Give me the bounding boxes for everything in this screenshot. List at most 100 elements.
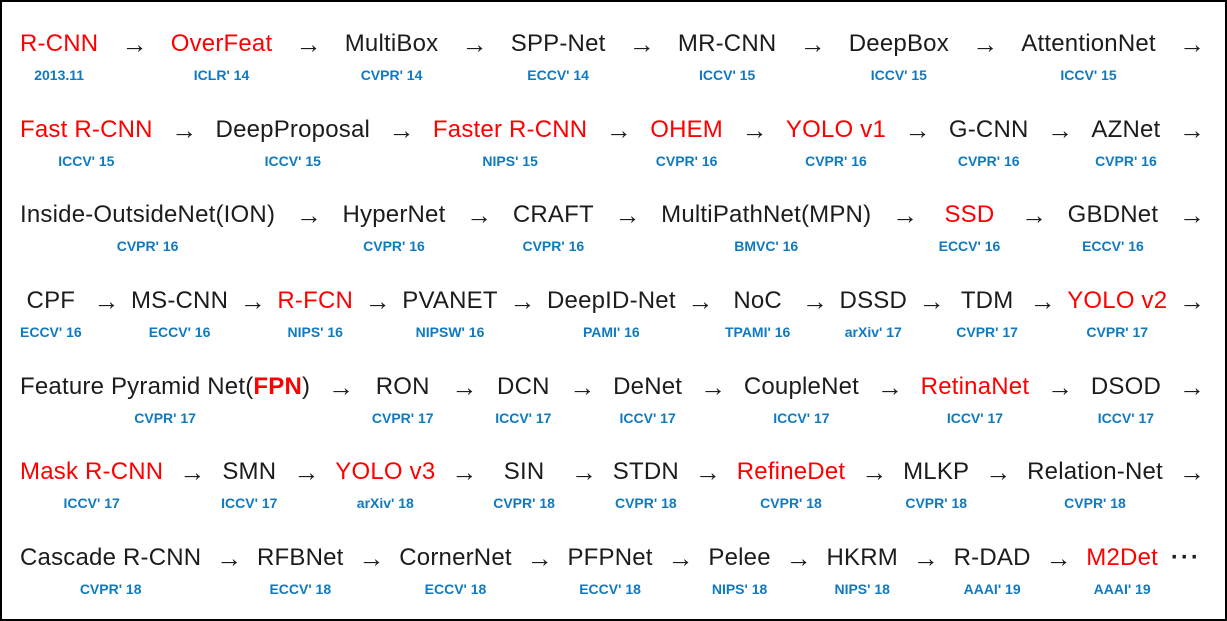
venue-label: CVPR' 17 [371, 409, 434, 426]
arrow-icon: → [569, 371, 596, 402]
model-name: DeNet [613, 372, 683, 400]
model-name: SPP-Net [510, 30, 606, 58]
model-name: RefineDet [736, 458, 846, 486]
venue-label: CVPR' 16 [363, 238, 425, 255]
model-name: MS-CNN [130, 286, 229, 314]
arrow-icon: → [801, 285, 828, 316]
venue-label: AAAI' 19 [963, 580, 1021, 597]
model-name: AttentionNet [1021, 30, 1156, 58]
arrow-icon: → [293, 457, 320, 488]
model-name: CRAFT [512, 201, 594, 229]
model-name: YOLO v2 [1067, 286, 1168, 314]
venue-label: NIPSW' 16 [415, 323, 485, 340]
venue-label: CVPR' 18 [760, 495, 822, 512]
venue-label: ICCV' 15 [264, 152, 321, 169]
venue-label: CVPR' 17 [134, 409, 196, 426]
venue-label: ICCV' 15 [870, 67, 927, 84]
arrow-icon: → [526, 542, 553, 573]
venue-label: ICCV' 17 [221, 495, 278, 512]
model-name: HyperNet [342, 201, 446, 229]
model-name: GBDNet [1067, 201, 1159, 229]
venue-label: AAAI' 19 [1093, 580, 1151, 597]
venue-label: ICCV' 17 [773, 409, 830, 426]
venue-label: CVPR' 16 [957, 152, 1020, 169]
arrow-icon: → [667, 542, 694, 573]
venue-label: ICCV' 17 [946, 409, 1004, 426]
venue-label: ICCV' 17 [1097, 409, 1155, 426]
arrow-icon: → [171, 114, 198, 145]
model-name: RetinaNet [920, 372, 1030, 400]
model-name: R-CNN [20, 30, 99, 58]
model-name: PFPNet [567, 543, 653, 571]
model-name: DSOD [1090, 372, 1161, 400]
venue-label: CVPR' 17 [956, 323, 1018, 340]
arrow-icon: → [295, 200, 322, 231]
arrow-icon: → [93, 285, 120, 316]
model-name: MR-CNN [677, 30, 777, 58]
arrow-icon: → [904, 114, 931, 145]
model-name: TDM [960, 286, 1014, 314]
model-entry: Inside-OutsideNet(ION)CVPR' 16 [20, 197, 275, 254]
model-name: YOLO v3 [335, 458, 436, 486]
model-name: Relation-Net [1027, 458, 1163, 486]
model-name: YOLO v1 [785, 115, 886, 143]
model-name: SSD [944, 201, 995, 229]
arrow-icon: → [216, 542, 243, 573]
model-name: CPF [26, 286, 76, 314]
arrow-icon: → [179, 457, 206, 488]
arrow-icon: → [605, 114, 632, 145]
venue-label: ECCV' 16 [938, 238, 1001, 255]
arrow-icon: → [799, 29, 826, 60]
model-entry: DSOD ICCV' 17 [1091, 369, 1161, 426]
venue-label: CVPR' 14 [360, 67, 423, 84]
model-name: MultiBox [344, 30, 439, 58]
venue-label: ECCV' 16 [148, 323, 211, 340]
model-name: Faster R-CNN [432, 115, 588, 143]
arrow-icon: → [1029, 285, 1056, 316]
venue-label: ICCV' 17 [619, 409, 676, 426]
venue-label: CVPR' 18 [79, 580, 142, 597]
venue-label: CVPR' 17 [1086, 323, 1149, 340]
venue-label: ICCV' 17 [63, 495, 120, 512]
model-name: DSSD [839, 286, 908, 314]
model-name: R-DAD [953, 543, 1031, 571]
model-name: DeepBox [848, 30, 949, 58]
arrow-icon: → [1046, 114, 1073, 145]
model-entry: YOLO v2 CVPR' 17 [1067, 283, 1167, 340]
model-name: Mask R-CNN [20, 458, 164, 486]
venue-label: NIPS' 18 [834, 580, 890, 597]
arrow-icon: → [1178, 457, 1205, 488]
arrow-icon: → [388, 114, 415, 145]
model-name: MultiPathNet(MPN) [661, 201, 872, 229]
venue-label: ECCV' 18 [424, 580, 487, 597]
arrow-icon: → [451, 371, 478, 402]
arrow-icon: → [699, 371, 726, 402]
arrow-icon: → [785, 542, 812, 573]
model-name-text: ) [302, 372, 311, 400]
ellipsis-icon: ··· [1170, 543, 1201, 571]
venue-label: ICCV' 17 [495, 409, 552, 426]
